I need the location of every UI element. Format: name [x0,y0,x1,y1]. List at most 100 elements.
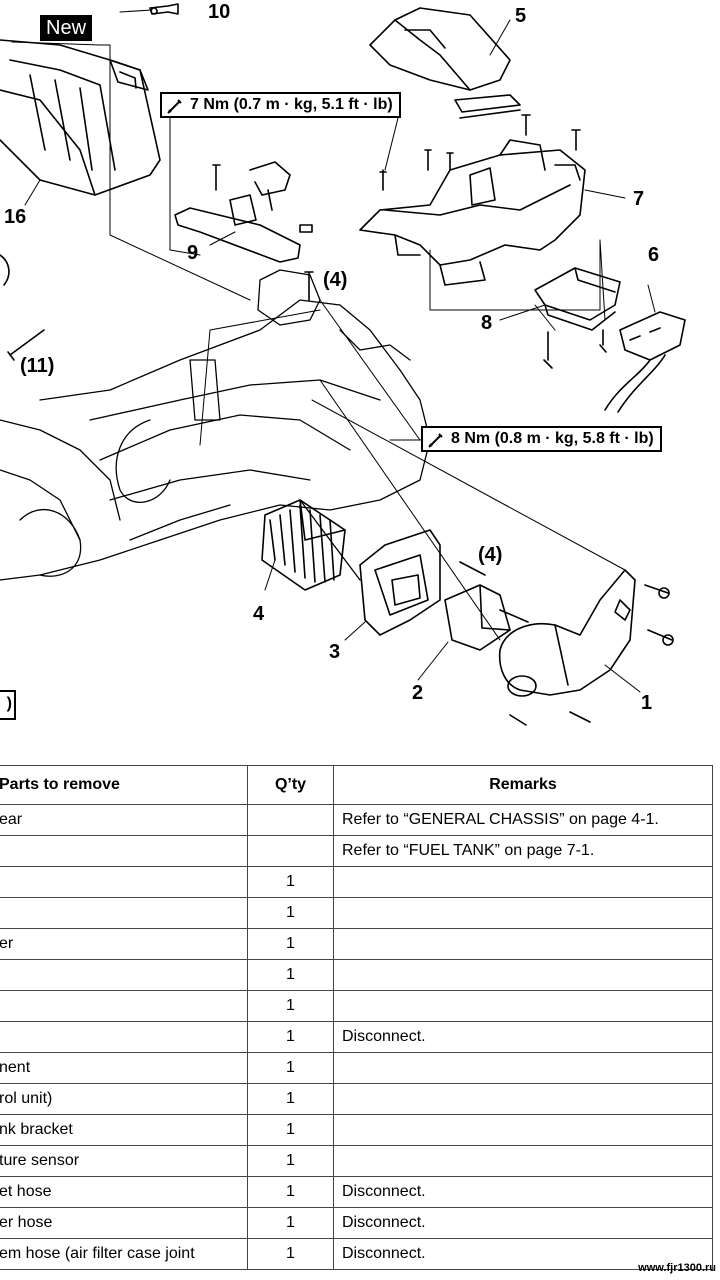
table-body: ear Refer to “GENERAL CHASSIS” on page 4-… [0,804,713,1270]
part-name-cell: er [0,928,248,960]
cover-part-5 [369,7,511,91]
exploded-parts-diagram: New 10 5 16 7 9 6 (4) 8 (11) (4) 4 3 2 1… [0,1,686,726]
callout-10: 10 [208,1,231,23]
quantity-cell: 1 [247,959,334,991]
table-row: Refer to “FUEL TANK” on page 7-1. [0,835,713,867]
callout-5: 5 [515,5,527,27]
screw-11 [7,329,45,361]
remarks-cell [333,1083,713,1115]
torque-spec-7nm-text: 7 Nm (0.7 m · kg, 5.1 ft · lb) [190,96,393,113]
part-name-cell [0,959,248,991]
callout-2: 2 [412,682,424,704]
wrench-icon [167,99,182,114]
ecu-part-8 [534,267,621,369]
torque-spec-8nm: 8 Nm (0.8 m · kg, 5.8 ft · lb) [421,426,662,452]
callout-4-mid: (4) [323,269,348,291]
case-cover-part-3 [359,529,441,636]
quantity-cell: 1 [247,1021,334,1053]
part-name-cell [0,866,248,898]
part-name-cell: ear [0,804,248,836]
housing-part-1 [498,569,636,697]
air-duct-part-16 [0,39,161,196]
part-name-cell [0,990,248,1022]
quantity-cell [247,804,334,836]
part-name-cell: et hose [0,1176,248,1208]
bolt-part-10 [149,3,179,15]
quantity-cell: 1 [247,1052,334,1084]
callout-1: 1 [641,692,653,714]
bracket-part-9 [174,161,313,263]
remarks-cell [333,990,713,1022]
quantity-cell: 1 [247,928,334,960]
quantity-cell: 1 [247,1145,334,1177]
part-name-cell: rol unit) [0,1083,248,1115]
remarks-cell [333,928,713,960]
quantity-cell: 1 [247,1176,334,1208]
quantity-cell: 1 [247,866,334,898]
wrench-icon [428,433,443,448]
clip [454,94,521,119]
diagram-line-art [0,3,686,726]
callout-6: 6 [648,244,660,266]
table-row: ear Refer to “GENERAL CHASSIS” on page 4-… [0,804,713,836]
callout-11: (11) [20,355,55,377]
remarks-cell: Disconnect. [333,1238,713,1270]
part-name-cell: ture sensor [0,1145,248,1177]
remarks-cell: Disconnect. [333,1176,713,1208]
part-name-cell: em hose (air filter case joint [0,1238,248,1270]
callout-16: 16 [4,206,27,228]
screws-lower [459,561,673,726]
air-filter-part-4 [261,499,346,591]
remarks-cell: Disconnect. [333,1207,713,1239]
part-name-cell [0,1021,248,1053]
part-name-cell: nk bracket [0,1114,248,1146]
callout-3: 3 [329,641,341,663]
part-name-cell [0,897,248,929]
tray-part-7 [359,139,586,286]
quantity-cell: 1 [247,1207,334,1239]
cropped-label-fragment: ) [0,690,16,720]
table-row: 1 [0,897,713,929]
table-header-row: Parts to remove Q’ty Remarks [0,765,713,805]
part-name-cell [0,835,248,867]
remarks-cell: Refer to “GENERAL CHASSIS” on page 4-1. [333,804,713,836]
torque-spec-8nm-text: 8 Nm (0.8 m · kg, 5.8 ft · lb) [451,430,654,447]
table-row: 1 [0,990,713,1022]
header-qty: Q’ty [247,765,334,805]
remarks-cell: Disconnect. [333,1021,713,1053]
callout-7: 7 [633,188,645,210]
torque-spec-7nm: 7 Nm (0.7 m · kg, 5.1 ft · lb) [160,92,401,118]
table-row: 1 [0,866,713,898]
callout-9: 9 [187,242,199,264]
callout-4-lower: (4) [478,544,503,566]
site-watermark: www.fjr1300.ru [638,1262,716,1274]
table-row: 1 [0,959,713,991]
remarks-cell [333,866,713,898]
part-name-cell: er hose [0,1207,248,1239]
remarks-cell [333,1052,713,1084]
vehicle-frame [0,269,431,581]
remarks-cell [333,1114,713,1146]
quantity-cell: 1 [247,1238,334,1270]
quantity-cell: 1 [247,1083,334,1115]
remarks-cell [333,959,713,991]
remarks-cell [333,897,713,929]
part-name-cell: nent [0,1052,248,1084]
callout-4: 4 [253,603,265,625]
quantity-cell: 1 [247,990,334,1022]
element-part-2 [444,584,511,651]
new-part-badge: New [40,15,93,41]
header-parts-to-remove: Parts to remove [0,765,248,805]
coupler-part-6 [604,311,686,413]
quantity-cell: 1 [247,1114,334,1146]
bolt-4-mid [304,271,314,301]
